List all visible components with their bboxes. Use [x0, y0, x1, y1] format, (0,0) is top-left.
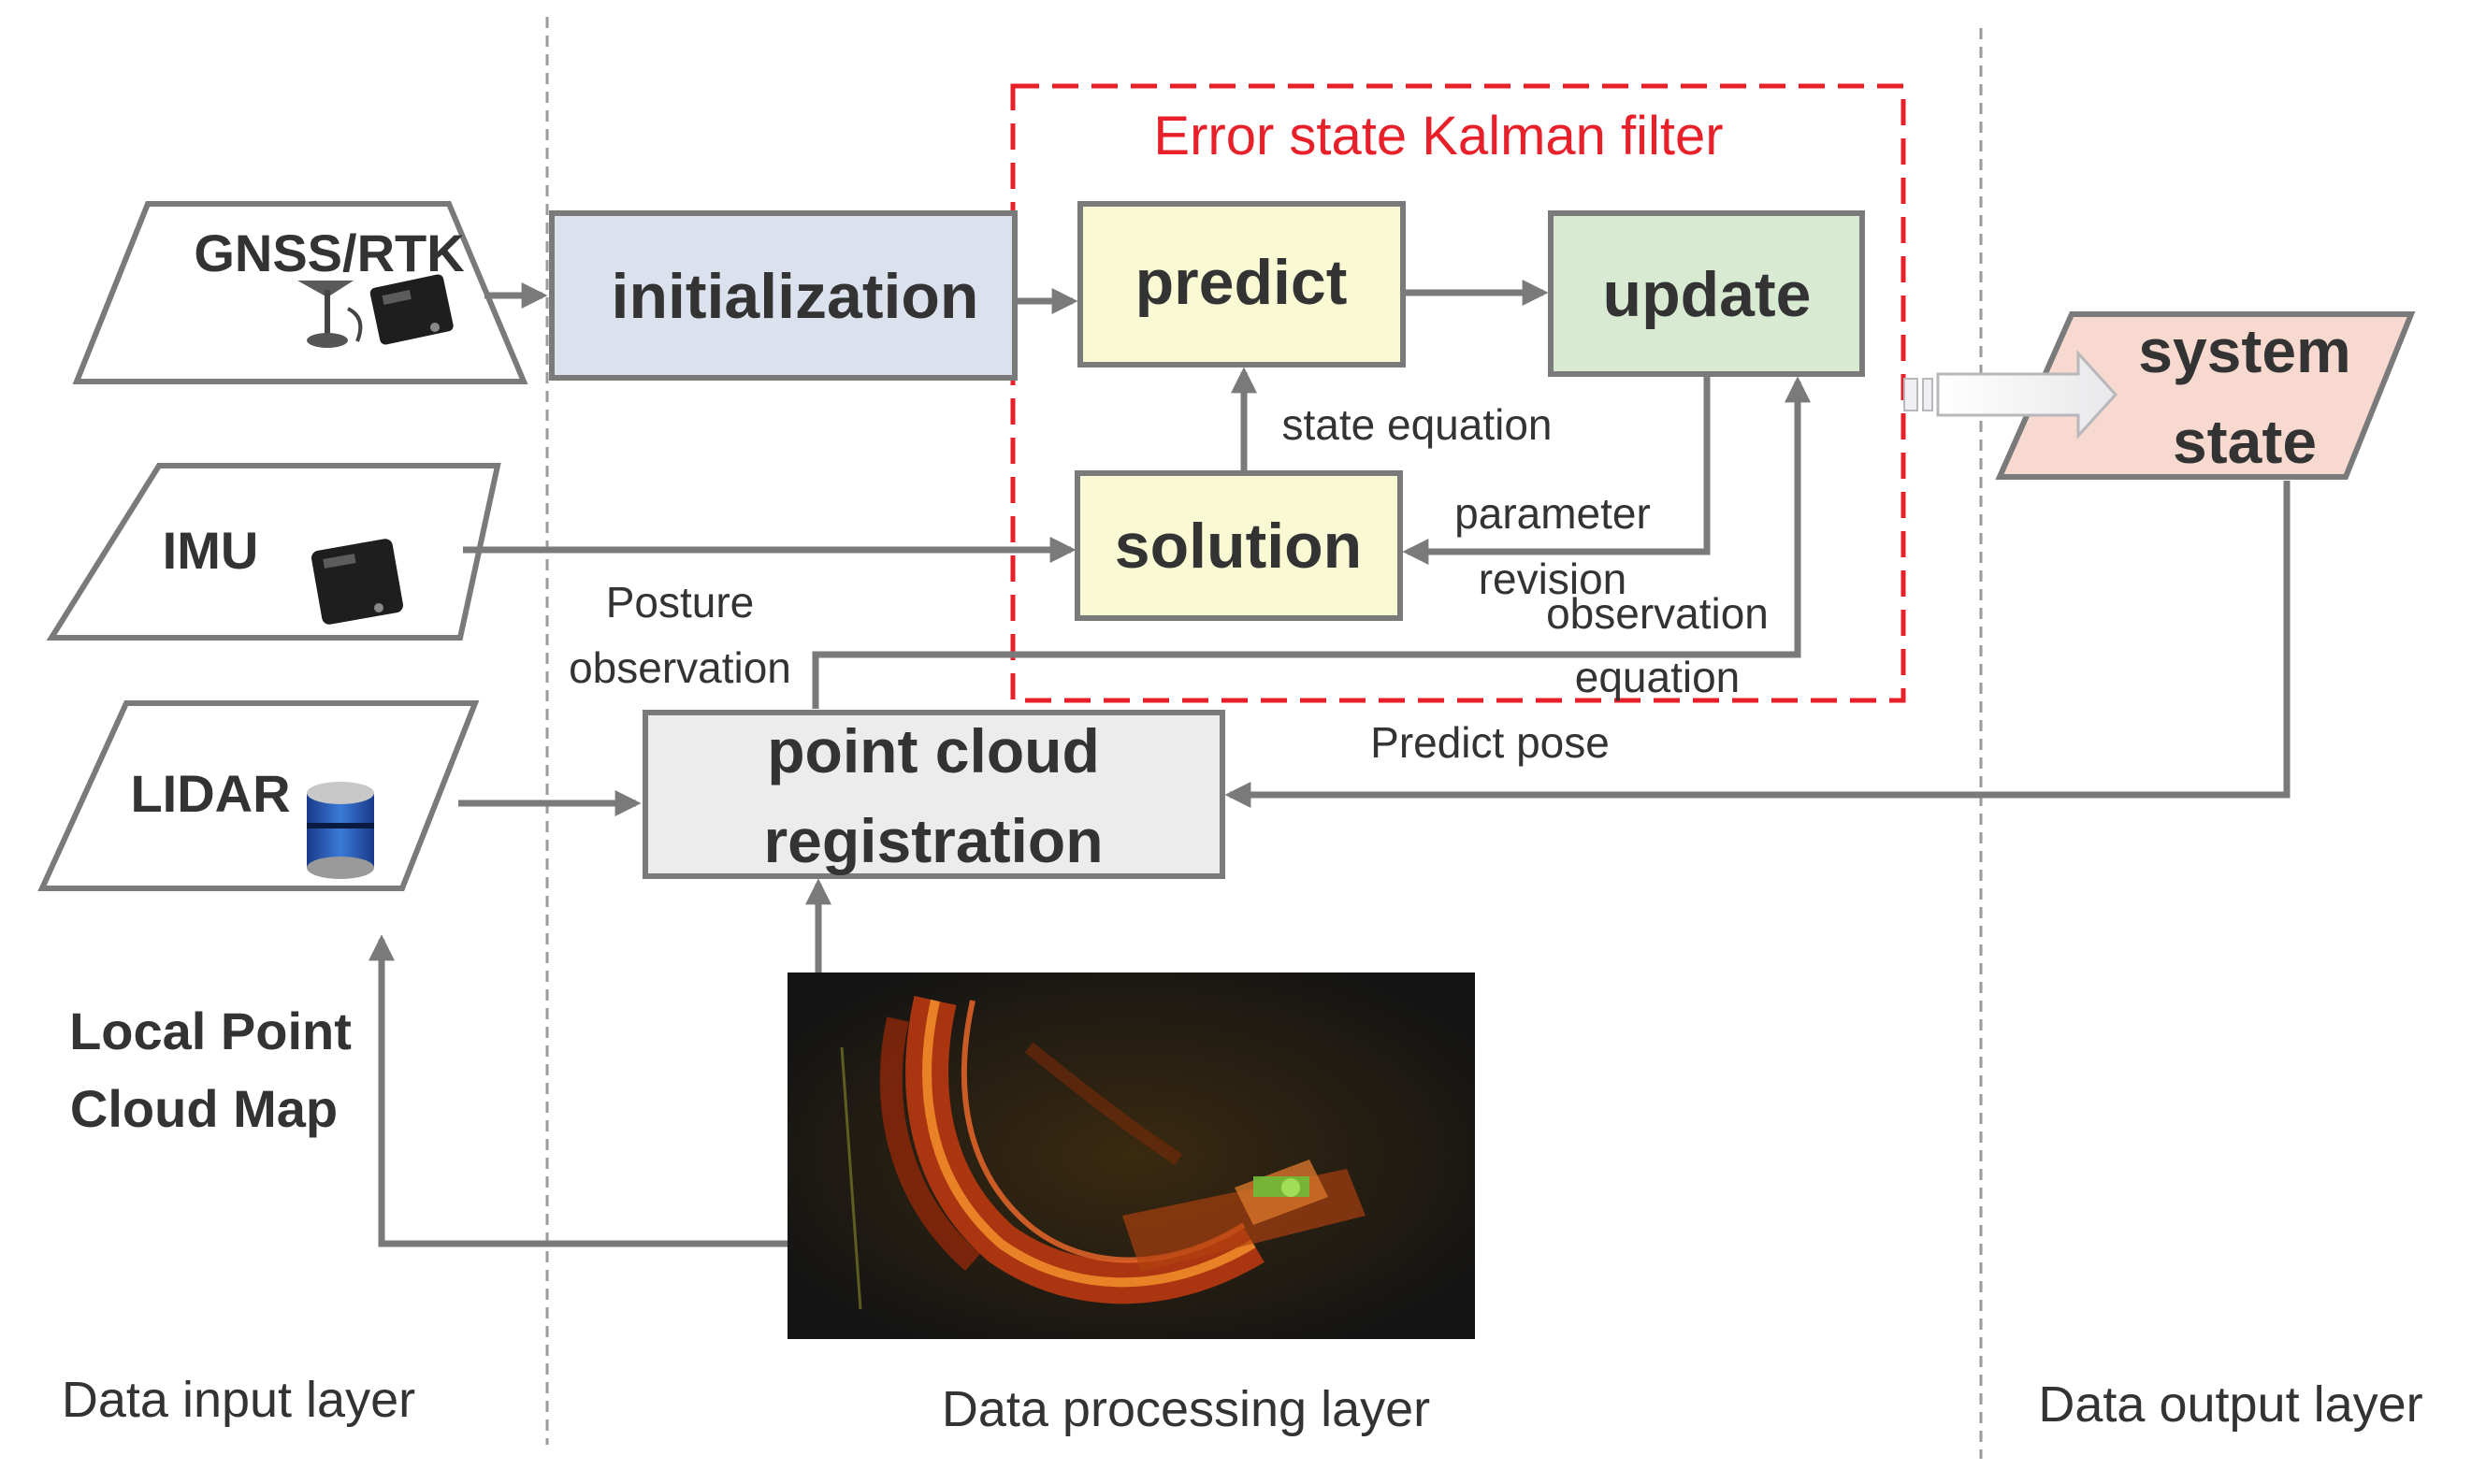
edge-label-revision: revision — [1479, 555, 1627, 603]
map-label-line2: Cloud Map — [70, 1079, 338, 1138]
edge-label-state-equation: state equation — [1281, 400, 1552, 449]
output-system-state: system state — [1995, 311, 2416, 480]
layer-label-output: Data output layer — [2038, 1376, 2422, 1433]
pcr-label-line1: point cloud — [767, 716, 1100, 785]
solution-label: solution — [1115, 511, 1362, 582]
block-initialization: initialization — [549, 210, 1018, 381]
ekf-title: Error state Kalman filter — [1153, 106, 1723, 166]
block-predict: predict — [1077, 201, 1406, 367]
block-point-cloud-registration: point cloud registration — [643, 710, 1225, 879]
input-imu: IMU — [46, 463, 501, 641]
lidar-sensor-icon — [307, 782, 374, 879]
initialization-label: initialization — [612, 261, 979, 332]
arrow-system-to-registration — [1224, 481, 2291, 808]
edge-label-equation: equation — [1575, 653, 1741, 701]
point-cloud-map-image — [788, 973, 1475, 1339]
imu-device-icon — [311, 539, 404, 625]
input-gnss: GNSS/RTK — [72, 201, 528, 384]
output-hollow-arrow — [1903, 350, 2118, 439]
edge-label-parameter: parameter — [1454, 489, 1651, 538]
edge-label-predict-pose: Predict pose — [1370, 718, 1610, 767]
pcr-label-line2: registration — [763, 806, 1103, 875]
system-state-line2: state — [2173, 407, 2317, 476]
lidar-label: LIDAR — [130, 764, 290, 823]
block-update: update — [1548, 210, 1865, 377]
arrow-update-to-solution — [1402, 377, 1711, 565]
block-solution: solution — [1075, 470, 1403, 621]
input-lidar: LIDAR — [37, 700, 480, 891]
edge-label-posture-observation: observation — [569, 643, 791, 692]
map-label-line1: Local Point — [69, 1001, 352, 1060]
update-label: update — [1603, 259, 1812, 330]
predict-label: predict — [1135, 247, 1348, 318]
arrow-registration-to-update — [812, 376, 1811, 709]
gnss-label: GNSS/RTK — [194, 223, 464, 282]
gnss-antenna-icon — [297, 281, 363, 348]
edge-label-posture: Posture — [606, 578, 755, 627]
layer-label-processing: Data processing layer — [942, 1381, 1430, 1437]
arrow-map-to-registration — [369, 934, 788, 1247]
gnss-receiver-icon — [369, 274, 454, 345]
imu-label: IMU — [163, 521, 259, 580]
system-state-line1: system — [2138, 316, 2351, 385]
edge-label-observation: observation — [1546, 589, 1769, 638]
layer-label-input: Data input layer — [62, 1372, 415, 1428]
